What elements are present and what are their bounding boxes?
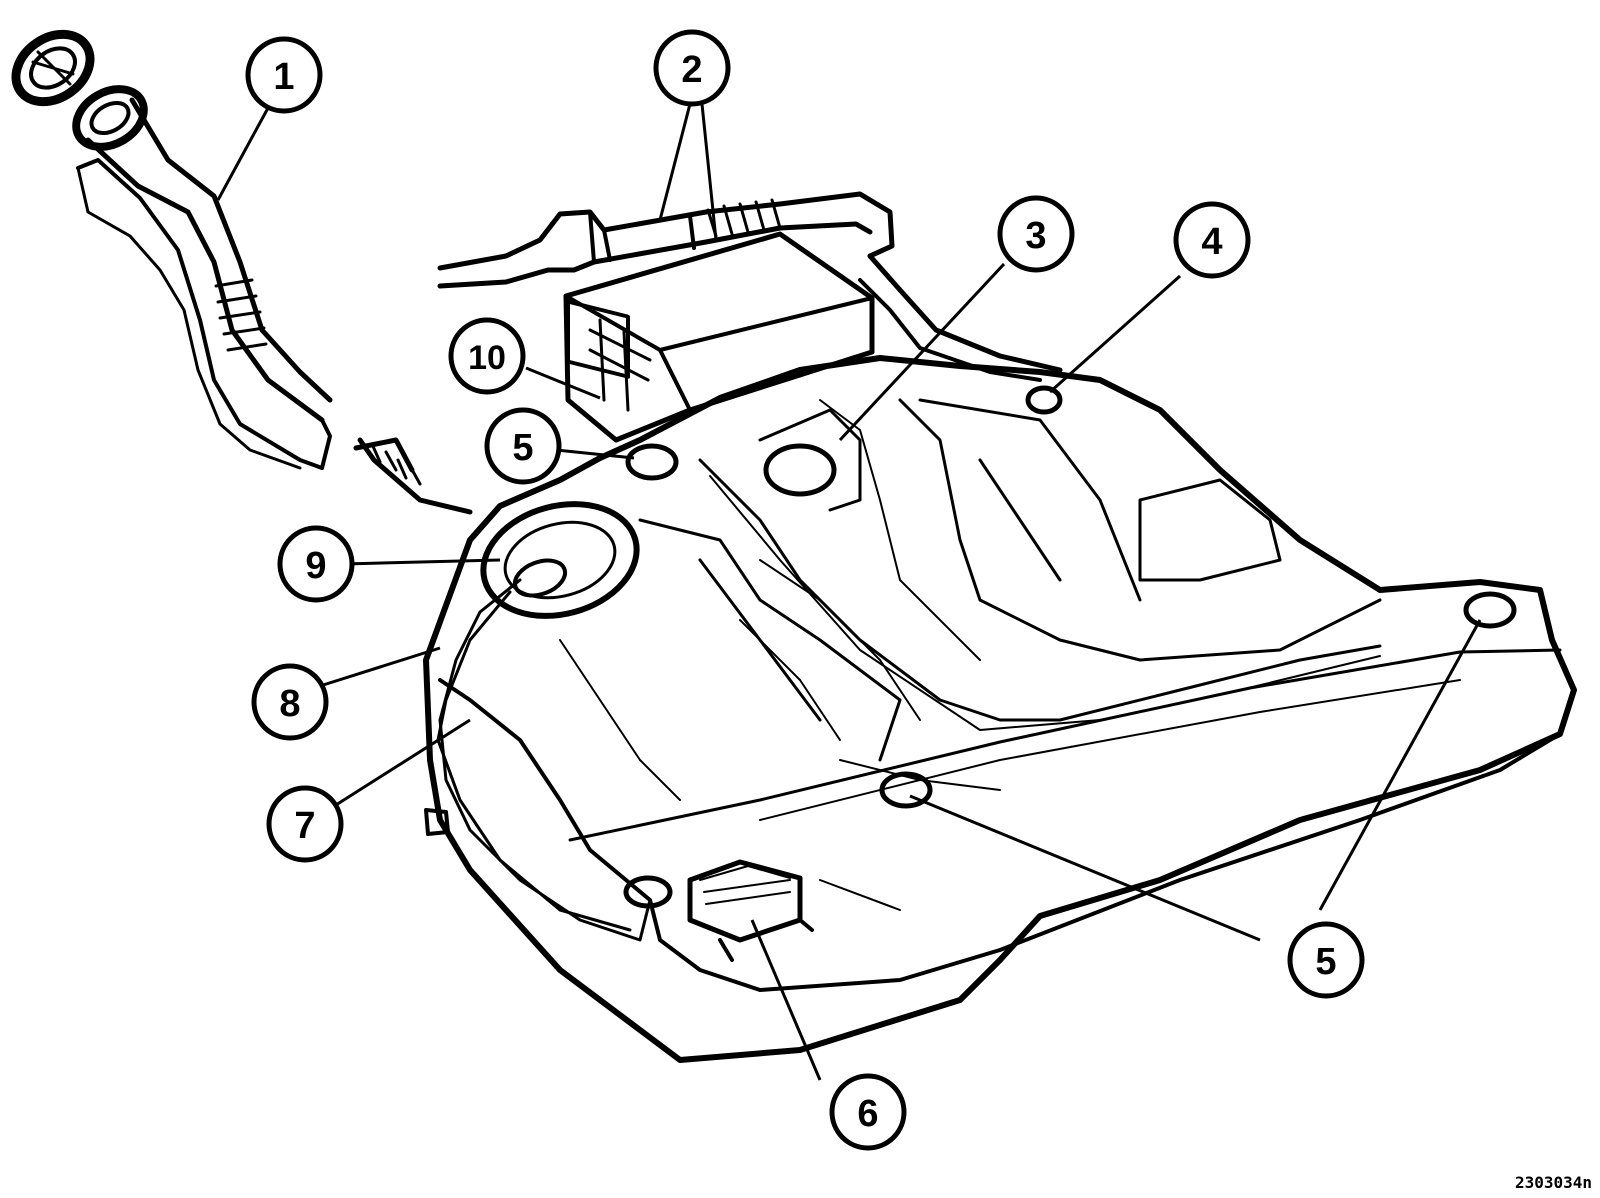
filler-neck-pipe — [72, 85, 333, 470]
callout-10-label: 10 — [468, 339, 506, 377]
roll-over-valve — [758, 408, 862, 512]
callout-1-label: 1 — [273, 56, 294, 98]
callout-7-label: 7 — [294, 805, 315, 847]
callout-6-label: 6 — [857, 1093, 878, 1135]
callout-2: 2 — [653, 29, 731, 107]
leader-lines — [216, 103, 1482, 1081]
callout-9: 9 — [277, 525, 355, 603]
fuel-gauge-connector — [687, 859, 814, 962]
reference-code: 2303034n — [1515, 1173, 1592, 1192]
callout-3: 3 — [997, 195, 1075, 273]
callout-5-top: 5 — [484, 407, 562, 485]
callout-3-label: 3 — [1025, 215, 1046, 257]
callout-7: 7 — [266, 785, 344, 863]
callout-10: 10 — [448, 317, 526, 395]
callout-1: 1 — [245, 36, 323, 114]
callout-6: 6 — [829, 1073, 907, 1151]
mounting-points — [623, 443, 1517, 909]
fuel-tank-body — [423, 355, 1577, 1063]
vent-valve — [1025, 385, 1063, 415]
callout-8-label: 8 — [279, 683, 300, 725]
fuel-pump-flange — [353, 437, 640, 619]
callout-8: 8 — [251, 663, 329, 741]
callout-5-bottom: 5 — [1287, 921, 1365, 999]
callout-2-label: 2 — [681, 49, 702, 91]
fuel-pipes — [436, 458, 1382, 942]
vapour-valve-and-hose — [437, 191, 1063, 382]
callout-4-label: 4 — [1201, 221, 1222, 263]
carbon-canister — [563, 231, 875, 443]
callout-5-bottom-label: 5 — [1315, 941, 1336, 983]
callout-5-top-label: 5 — [512, 427, 533, 469]
callout-4: 4 — [1173, 201, 1251, 279]
filler-cap — [11, 29, 95, 107]
callout-9-label: 9 — [305, 545, 326, 587]
filler-neck-assembly — [11, 29, 333, 470]
